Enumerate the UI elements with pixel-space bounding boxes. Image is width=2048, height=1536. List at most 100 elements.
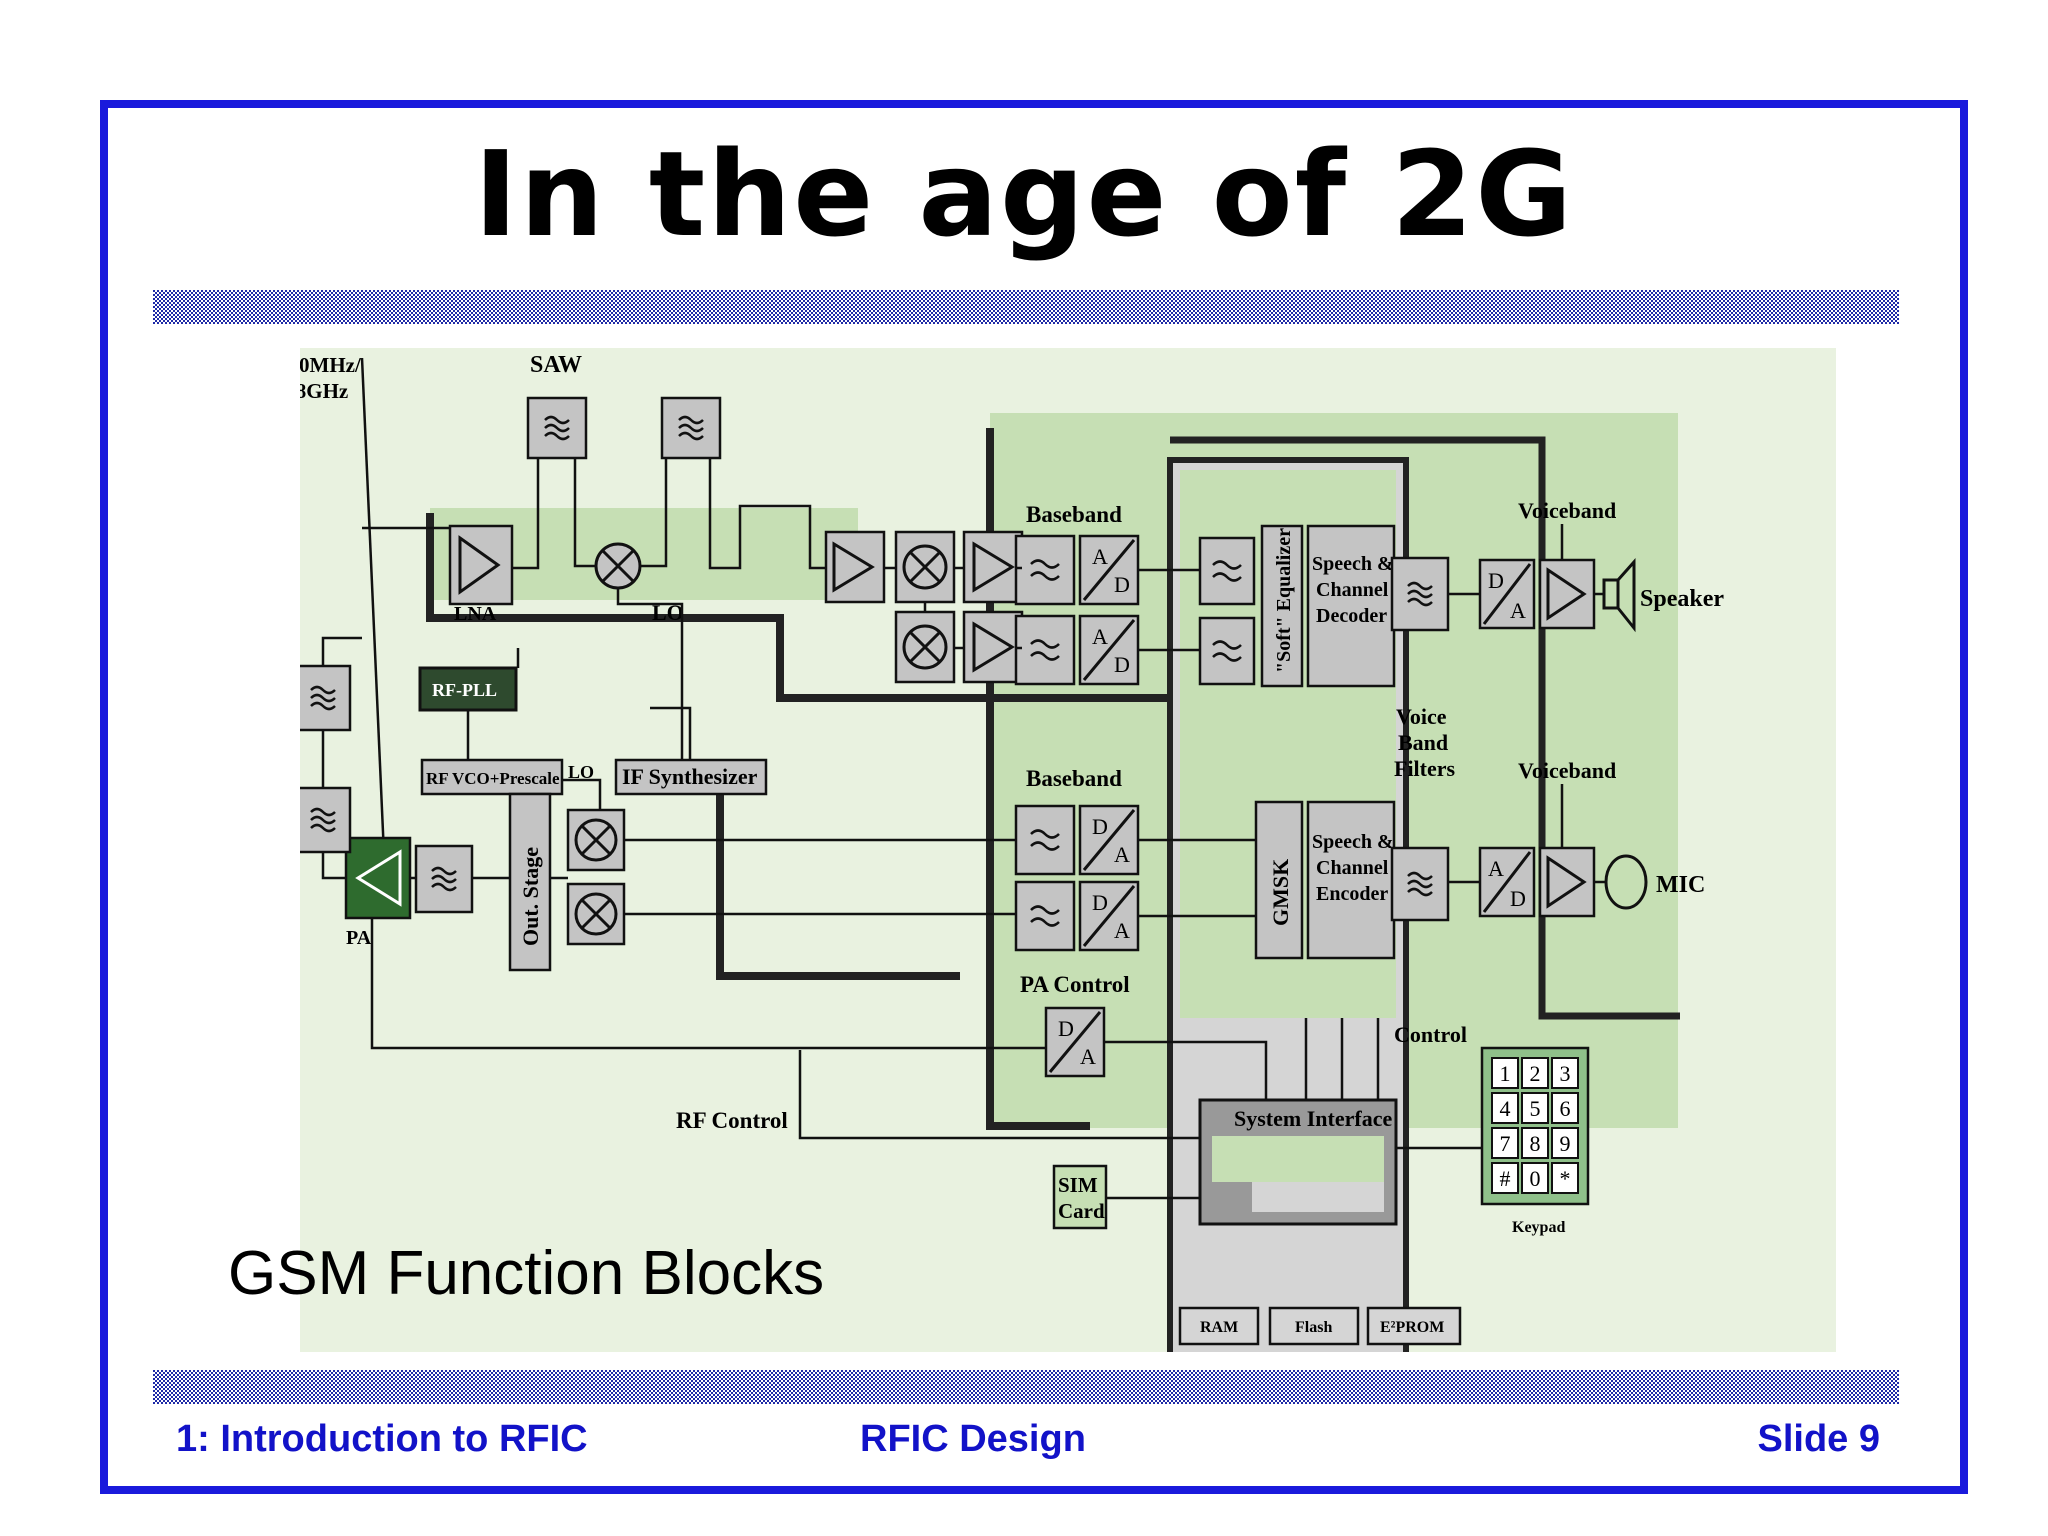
mic-adc: AD [1478,846,1536,918]
voiceband-dac: DA [1478,558,1536,630]
slide-frame [100,100,1968,1494]
speaker-wiring [1448,524,1604,596]
lna-amplifier [448,524,514,606]
keypad-key-label: 6 [1560,1096,1571,1121]
gsm-block-diagram: 900MHz/ 1.8GHz SAW LNA LO I Q Baseband A… [300,348,1836,1352]
svg-text:D: D [1058,1016,1074,1041]
sim-label-1: SIM [1058,1173,1098,1197]
antenna-line [360,357,388,901]
bottom-pattern-band [153,1370,1899,1404]
slide-title: In the age of 2G [473,125,1575,263]
voice-band-filter-tx [1390,846,1450,922]
keypad-key [1491,1127,1519,1159]
saw-filter-1 [526,396,588,460]
decoder-label-3: Decoder [1316,605,1387,627]
tx-i-lowpass [1014,804,1076,876]
saw-label: SAW [530,352,582,378]
keypad-key-label: 0 [1530,1166,1541,1191]
if-amplifier [824,530,886,604]
system-interface-label: System Interface [1234,1106,1392,1131]
keypad-key [1521,1162,1549,1194]
svg-text:D: D [1092,890,1108,915]
gmsk-label: GMSK [1268,859,1293,926]
system-interface [1198,1098,1398,1226]
svg-text:A: A [1510,598,1526,623]
control-label: Control [1394,1022,1467,1047]
speaker-label: Speaker [1640,586,1724,612]
svg-text:A: A [1488,856,1504,881]
rf-vco-prescale [420,758,564,796]
footer-slide-number: Slide 9 [1757,1418,1881,1460]
rx-i-lowpass [1014,534,1076,606]
out-stage-label: Out. Stage [518,847,543,946]
q-mixer [894,610,956,684]
svg-text:A: A [1080,1044,1096,1069]
keypad-key [1521,1092,1549,1124]
rx-chain-border [426,513,1280,702]
if-synthesizer [614,758,768,796]
dsp-border [1170,436,1680,1020]
baseband-tx-label: Baseband [1026,766,1122,791]
tx-i-mixer [566,808,626,872]
keypad-label: Keypad [1512,1219,1565,1236]
tx-q-dac: DA [1078,880,1140,952]
duplex-filter-2 [300,786,352,854]
mic-label: MIC [1656,872,1705,898]
speaker-amplifier [1538,558,1596,630]
tx-baseband-wiring [1138,838,1256,918]
control-bus [1304,1018,1380,1100]
keypad-key [1551,1092,1579,1124]
soft-equalizer [1260,524,1304,688]
keypad-key-label: # [1500,1166,1511,1191]
band-freq-label-2: 1.8GHz [300,379,348,403]
eprom-block [1366,1306,1462,1346]
keypad-key [1521,1057,1549,1089]
speech-channel-decoder [1306,524,1396,688]
pa-control-wiring [798,1040,1268,1140]
top-pattern-band [153,290,1899,324]
keypad-key [1491,1092,1519,1124]
svg-text:A: A [1092,544,1108,569]
encoder-label-3: Encoder [1316,883,1388,905]
sim-wiring [1106,1146,1482,1200]
keypad-key-label: 2 [1530,1061,1541,1086]
keypad-key [1491,1057,1519,1089]
band-freq-label-1: 900MHz/ [300,353,362,377]
keypad-key-label: 3 [1560,1061,1571,1086]
ram-label: RAM [1200,1319,1238,1336]
rf-control-label: RF Control [676,1108,788,1133]
tx-iq-wiring [468,838,1016,916]
flash-label: Flash [1295,1319,1332,1336]
rx-iq-wiring [884,566,1200,652]
svg-text:A: A [1114,918,1130,943]
svg-text:D: D [1114,652,1130,677]
rx-q-lowpass [1014,614,1076,686]
decoder-label-2: Channel [1316,579,1389,601]
tx-q-mixer [566,882,626,946]
voiceband-top-label: Voiceband [1518,498,1616,523]
decoder-label-1: Speech & [1312,553,1394,575]
keypad-key-label: 9 [1560,1131,1571,1156]
synth-wiring [466,648,692,818]
voice-band-label-1: Voice [1396,704,1447,729]
keypad-key [1551,1162,1579,1194]
footer-course: RFIC Design [860,1418,1086,1460]
soft-equalizer-label: "Soft" Equalizer [1273,528,1295,673]
rx-i-adc: AD [1078,534,1140,606]
pa-control-dac: DA [1044,1006,1106,1078]
rf-pll-label: RF-PLL [432,680,497,700]
voice-band-label-3: Filters [1394,756,1456,781]
keypad-key [1551,1127,1579,1159]
dsp-q-lowpass [1198,616,1256,686]
tx-i-dac: DA [1078,804,1140,876]
sim-label-2: Card [1058,1199,1105,1223]
keypad-key-label: * [1560,1166,1571,1191]
rf-vco-label: RF VCO+Prescale [426,769,560,788]
if-synth-label: IF Synthesizer [622,764,758,789]
mic-amplifier [1538,846,1596,918]
keypad-key [1521,1127,1549,1159]
voice-band-filter-rx [1390,556,1450,632]
svg-text:A: A [1092,624,1108,649]
keypad-key-label: 4 [1500,1096,1511,1121]
